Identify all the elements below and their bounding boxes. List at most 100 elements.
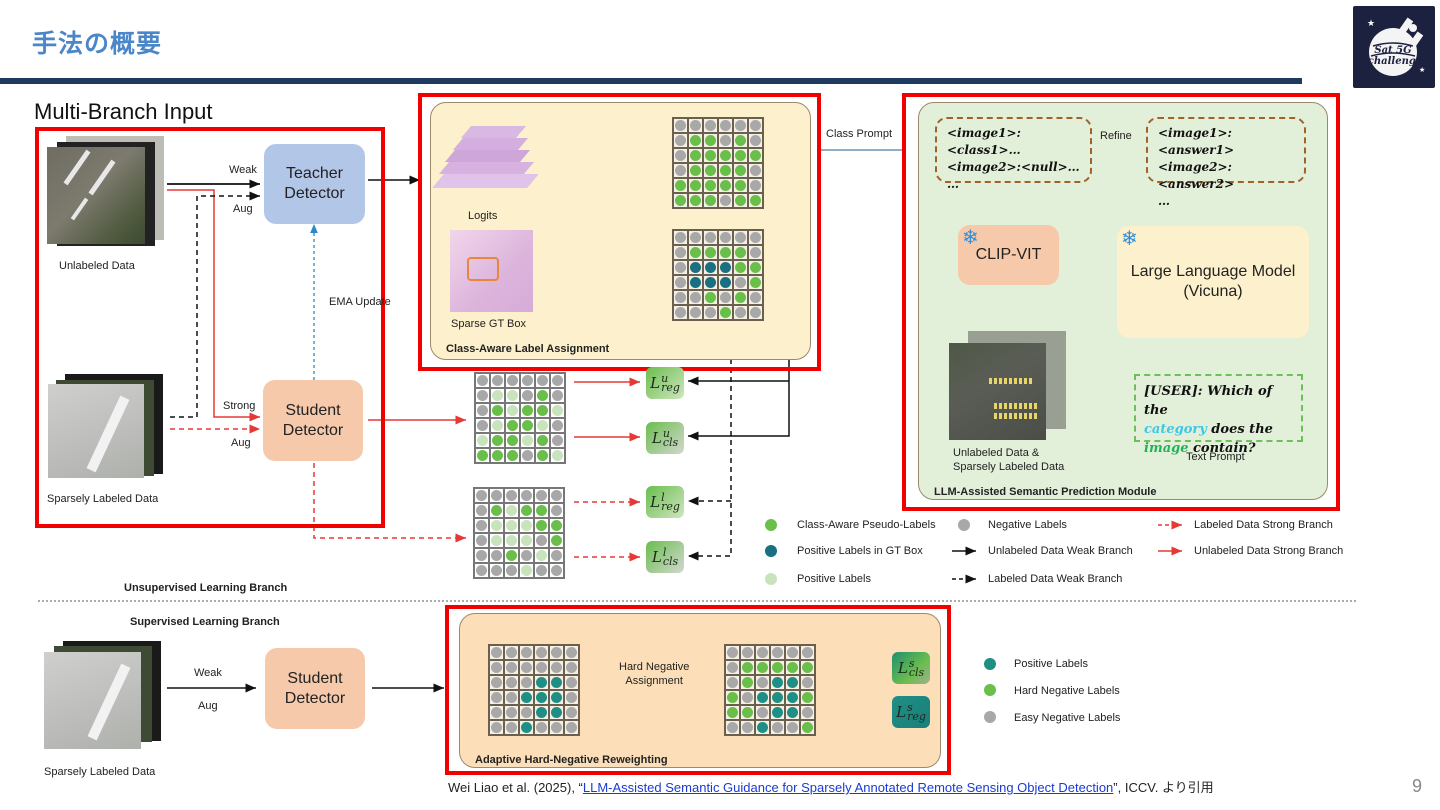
label-dot bbox=[536, 565, 547, 576]
hard-negative-assignment-label: Hard Negative Assignment bbox=[619, 661, 690, 687]
grid-cell bbox=[755, 690, 770, 705]
grid-cell bbox=[475, 433, 490, 448]
grid-cell bbox=[688, 230, 703, 245]
label-dot bbox=[750, 307, 761, 318]
grid-cell bbox=[733, 148, 748, 163]
label-dot bbox=[727, 707, 738, 718]
grid-cell bbox=[519, 645, 534, 660]
label-dot bbox=[477, 450, 488, 461]
label-dot bbox=[802, 662, 813, 673]
label-dot bbox=[772, 692, 783, 703]
sparsely-labeled-data-label: Sparsely Labeled Data bbox=[47, 493, 159, 505]
label-dot bbox=[690, 262, 701, 273]
label-dot bbox=[476, 490, 487, 501]
hard-negative-highlight bbox=[445, 605, 951, 775]
legend-label: Class-Aware Pseudo-Labels bbox=[797, 519, 936, 531]
loss-symbol: L bbox=[650, 493, 661, 511]
grid-cell bbox=[504, 518, 519, 533]
label-dot bbox=[720, 262, 731, 273]
label-dot bbox=[705, 262, 716, 273]
label-dot bbox=[757, 647, 768, 658]
label-dot bbox=[536, 505, 547, 516]
legend-swatch bbox=[984, 658, 996, 670]
grid-cell bbox=[748, 290, 763, 305]
label-dot bbox=[521, 490, 532, 501]
label-dot bbox=[675, 150, 686, 161]
grid-cell bbox=[673, 133, 688, 148]
grid-cell bbox=[504, 645, 519, 660]
weak-label: Weak bbox=[229, 164, 257, 176]
legend-label: Negative Labels bbox=[988, 519, 1067, 531]
grid-cell bbox=[519, 690, 534, 705]
llm-module-highlight bbox=[902, 93, 1340, 511]
grid-cell bbox=[534, 645, 549, 660]
label-dot bbox=[521, 505, 532, 516]
label-dot bbox=[477, 375, 488, 386]
label-dot bbox=[772, 722, 783, 733]
grid-cell bbox=[733, 290, 748, 305]
label-dot bbox=[492, 375, 503, 386]
sat-challenge-logo: Sat 5G challenge ★ ★ bbox=[1353, 6, 1435, 88]
grid-cell bbox=[703, 275, 718, 290]
grid-cell bbox=[673, 178, 688, 193]
grid-cell bbox=[535, 403, 550, 418]
label-dot bbox=[787, 647, 798, 658]
loss-superscript: u bbox=[661, 372, 669, 385]
label-dot bbox=[757, 692, 768, 703]
label-dot bbox=[477, 390, 488, 401]
refined-output-box: <image1>:<class1>… <image2>:<null>… … bbox=[935, 117, 1092, 191]
grid-cell bbox=[564, 720, 579, 735]
label-dot bbox=[750, 195, 761, 206]
label-dot bbox=[492, 450, 503, 461]
label-dot bbox=[551, 565, 562, 576]
unsupervised-branch-label: Unsupervised Learning Branch bbox=[124, 582, 288, 594]
label-dot bbox=[757, 662, 768, 673]
grid-cell bbox=[519, 488, 534, 503]
label-dot bbox=[507, 435, 518, 446]
grid-cell bbox=[725, 720, 740, 735]
grid-cell bbox=[718, 290, 733, 305]
grid-cell bbox=[505, 403, 520, 418]
grid-cell bbox=[703, 230, 718, 245]
grid-cell bbox=[504, 690, 519, 705]
label-dot bbox=[675, 195, 686, 206]
label-dot bbox=[521, 520, 532, 531]
grid-cell bbox=[489, 705, 504, 720]
grid-cell bbox=[688, 245, 703, 260]
label-dot bbox=[566, 722, 577, 733]
legend-label: Labeled Data Strong Branch bbox=[1194, 519, 1333, 531]
legend-label: Positive Labels bbox=[1014, 658, 1088, 670]
label-dot bbox=[720, 307, 731, 318]
grid-cell bbox=[703, 193, 718, 208]
label-dot bbox=[491, 535, 502, 546]
unlabeled-student-grid bbox=[474, 372, 566, 464]
label-dot bbox=[491, 647, 502, 658]
grid-cell bbox=[519, 720, 534, 735]
grid-cell bbox=[740, 675, 755, 690]
grid-cell bbox=[785, 675, 800, 690]
grid-cell bbox=[703, 260, 718, 275]
label-dot bbox=[757, 677, 768, 688]
label-dot bbox=[742, 662, 753, 673]
grid-cell bbox=[550, 388, 565, 403]
legend-label: Unlabeled Data Strong Branch bbox=[1194, 545, 1344, 557]
label-dot bbox=[536, 692, 547, 703]
label-dot bbox=[552, 435, 563, 446]
label-dot bbox=[506, 550, 517, 561]
paper-link[interactable]: LLM-Assisted Semantic Guidance for Spars… bbox=[582, 780, 1114, 795]
grid-cell bbox=[534, 660, 549, 675]
grid-cell bbox=[535, 388, 550, 403]
grid-cell bbox=[474, 488, 489, 503]
label-dot bbox=[566, 707, 577, 718]
grid-cell bbox=[519, 705, 534, 720]
label-dot bbox=[727, 692, 738, 703]
label-dot bbox=[551, 520, 562, 531]
grid-cell bbox=[755, 675, 770, 690]
label-dot bbox=[735, 120, 746, 131]
grid-cell bbox=[733, 178, 748, 193]
pseudo-label-grid bbox=[672, 117, 764, 209]
grid-cell bbox=[534, 533, 549, 548]
grid-cell bbox=[534, 675, 549, 690]
grid-cell bbox=[474, 563, 489, 578]
label-dot bbox=[551, 535, 562, 546]
